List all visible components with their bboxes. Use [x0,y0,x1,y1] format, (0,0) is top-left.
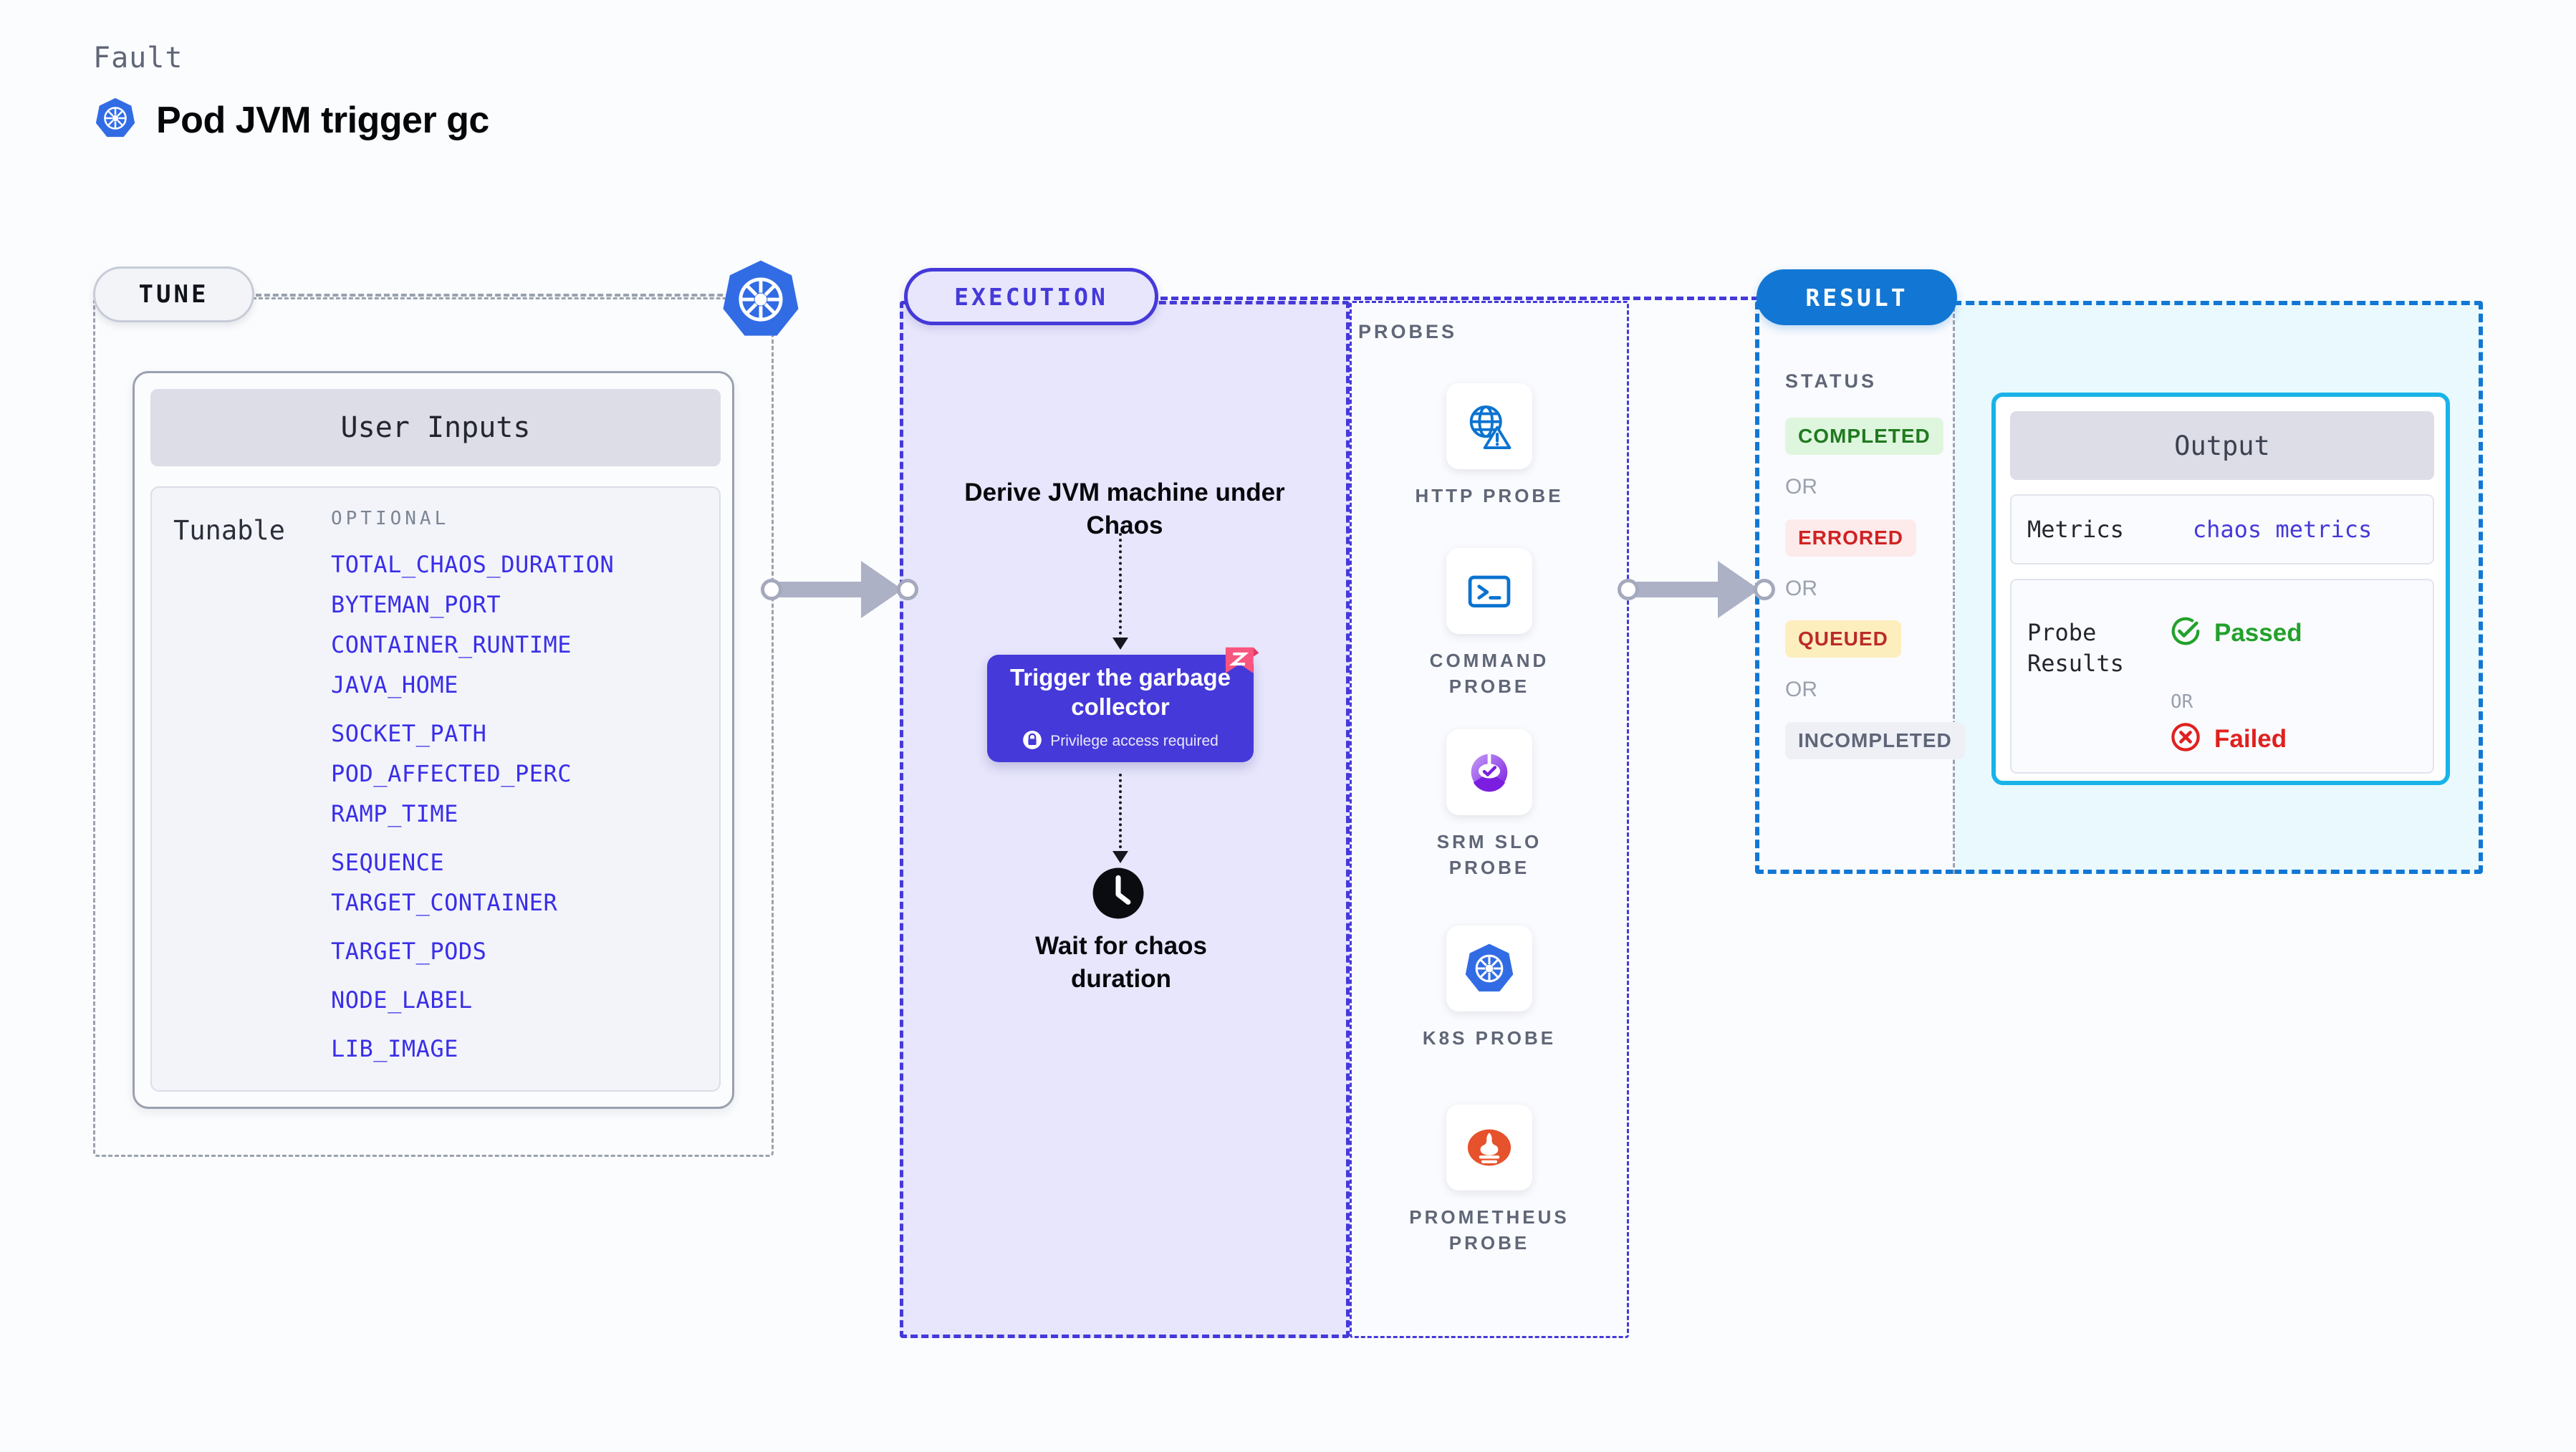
status-panel-divider [1953,301,1955,874]
tune-dashed-connector [256,294,757,297]
status-panel [1755,301,1954,874]
step-derive-label: Derive JVM machine under Chaos [964,479,1285,540]
probe-result-or-label: OR [2171,691,2193,713]
status-or-label: OR [1785,475,1817,499]
connector-tune-to-execution [761,561,918,618]
tunable-label: Tunable [173,515,285,546]
globe-warning-icon [1446,383,1532,469]
probe-label: SRM SLO PROBE [1436,831,1542,878]
param-byteman-port[interactable]: BYTEMAN_PORT [331,591,501,618]
probe-result-failed: Failed [2169,721,2287,757]
status-or-label: OR [1785,577,1817,600]
param-container-runtime[interactable]: CONTAINER_RUNTIME [331,631,572,658]
execution-section-pill[interactable]: EXECUTION [904,268,1158,325]
prometheus-icon [1446,1105,1532,1191]
flow-connector-2 [1119,774,1122,854]
probe-item-command[interactable]: COMMAND PROBE [1350,548,1629,700]
kubernetes-icon [718,256,804,342]
status-badge-errored: ERRORED [1785,519,1917,557]
privilege-badge-label: Privilege access required [1050,733,1219,750]
optional-label: OPTIONAL [331,508,450,529]
param-java-home[interactable]: JAVA_HOME [331,671,458,698]
privilege-badge: Privilege access required [1022,730,1219,754]
param-list: TOTAL_CHAOS_DURATION BYTEMAN_PORT CONTAINE… [331,551,703,1062]
kubernetes-icon [1446,925,1532,1011]
action-card-trigger-gc[interactable]: Trigger the garbage collector Privilege … [987,647,1259,762]
status-badge-incompleted: INCOMPLETED [1785,722,1965,759]
probe-item-prometheus[interactable]: PROMETHEUS PROBE [1350,1105,1629,1256]
page-header: Fault Pod JVM trigger gc [93,42,489,144]
tune-panel [93,297,774,1157]
optional-params-column: OPTIONAL TOTAL_CHAOS_DURATION BYTEMAN_POR… [331,508,703,1062]
connector-end-dot [897,579,918,600]
status-badge-queued: QUEUED [1785,620,1901,658]
step-wait-label: Wait for chaos duration [1035,932,1207,994]
execution-panel [900,301,1350,1338]
execution-dashed-connector [1160,297,1834,300]
flow-connector-1 [1119,533,1122,640]
metrics-row: Metrics chaos metrics [2010,494,2434,564]
param-pod-affected-perc[interactable]: POD_AFFECTED_PERC [331,760,572,787]
probe-label: HTTP PROBE [1415,485,1564,506]
metrics-key: Metrics [2027,516,2124,543]
probe-item-http[interactable]: HTTP PROBE [1350,383,1629,509]
connector-execution-to-result [1618,561,1775,618]
probe-label: K8S PROBE [1422,1027,1557,1049]
lock-icon [1022,730,1042,754]
metrics-value[interactable]: chaos metrics [2192,516,2373,543]
connector-bar [779,582,865,597]
output-title: Output [2010,411,2434,480]
probes-section-label: PROBES [1358,321,1458,342]
connector-start-dot [1618,579,1639,600]
status-or-label: OR [1785,678,1817,701]
clock-icon [1092,867,1145,920]
title-row: Pod JVM trigger gc [93,96,489,144]
param-lib-image[interactable]: LIB_IMAGE [331,1035,458,1062]
page-title: Pod JVM trigger gc [156,99,489,141]
param-total-chaos-duration[interactable]: TOTAL_CHAOS_DURATION [331,551,615,578]
param-node-label[interactable]: NODE_LABEL [331,986,473,1014]
param-target-pods[interactable]: TARGET_PODS [331,938,487,965]
tunable-box: Tunable OPTIONAL TOTAL_CHAOS_DURATION BYT… [150,486,721,1092]
status-section-label: STATUS [1785,370,1877,392]
probe-result-passed: Passed [2169,615,2302,651]
param-target-container[interactable]: TARGET_CONTAINER [331,889,558,916]
tune-section-pill[interactable]: TUNE [93,266,254,322]
connector-bar [1636,582,1722,597]
terminal-icon [1446,548,1532,634]
action-card-title: Trigger the garbage collector [1009,664,1231,720]
ribbon-icon [1216,642,1261,686]
connector-start-dot [761,579,782,600]
connector-arrowhead [1718,561,1759,618]
flow-arrow-1 [1112,638,1128,650]
param-sequence[interactable]: SEQUENCE [331,849,445,876]
user-inputs-card: User Inputs Tunable OPTIONAL TOTAL_CHAOS… [133,371,734,1109]
connector-end-dot [1754,579,1775,600]
status-badge-completed: COMPLETED [1785,418,1943,455]
user-inputs-title: User Inputs [150,389,721,466]
result-section-pill[interactable]: RESULT [1756,269,1957,325]
probe-label: PROMETHEUS PROBE [1409,1206,1570,1254]
fault-kicker: Fault [93,42,183,74]
probe-label: COMMAND PROBE [1429,650,1549,697]
connector-arrowhead [861,561,903,618]
probe-result-passed-label: Passed [2214,618,2302,647]
x-circle-icon [2169,721,2202,757]
probe-result-failed-label: Failed [2214,724,2287,753]
check-circle-icon [2169,615,2202,651]
param-socket-path[interactable]: SOCKET_PATH [331,720,487,747]
srm-slo-icon [1446,729,1532,815]
probe-item-k8s[interactable]: K8S PROBE [1350,925,1629,1052]
param-ramp-time[interactable]: RAMP_TIME [331,800,458,827]
kubernetes-icon [93,96,138,144]
flow-arrow-2 [1112,851,1128,863]
probe-item-srm-slo[interactable]: SRM SLO PROBE [1350,729,1629,881]
